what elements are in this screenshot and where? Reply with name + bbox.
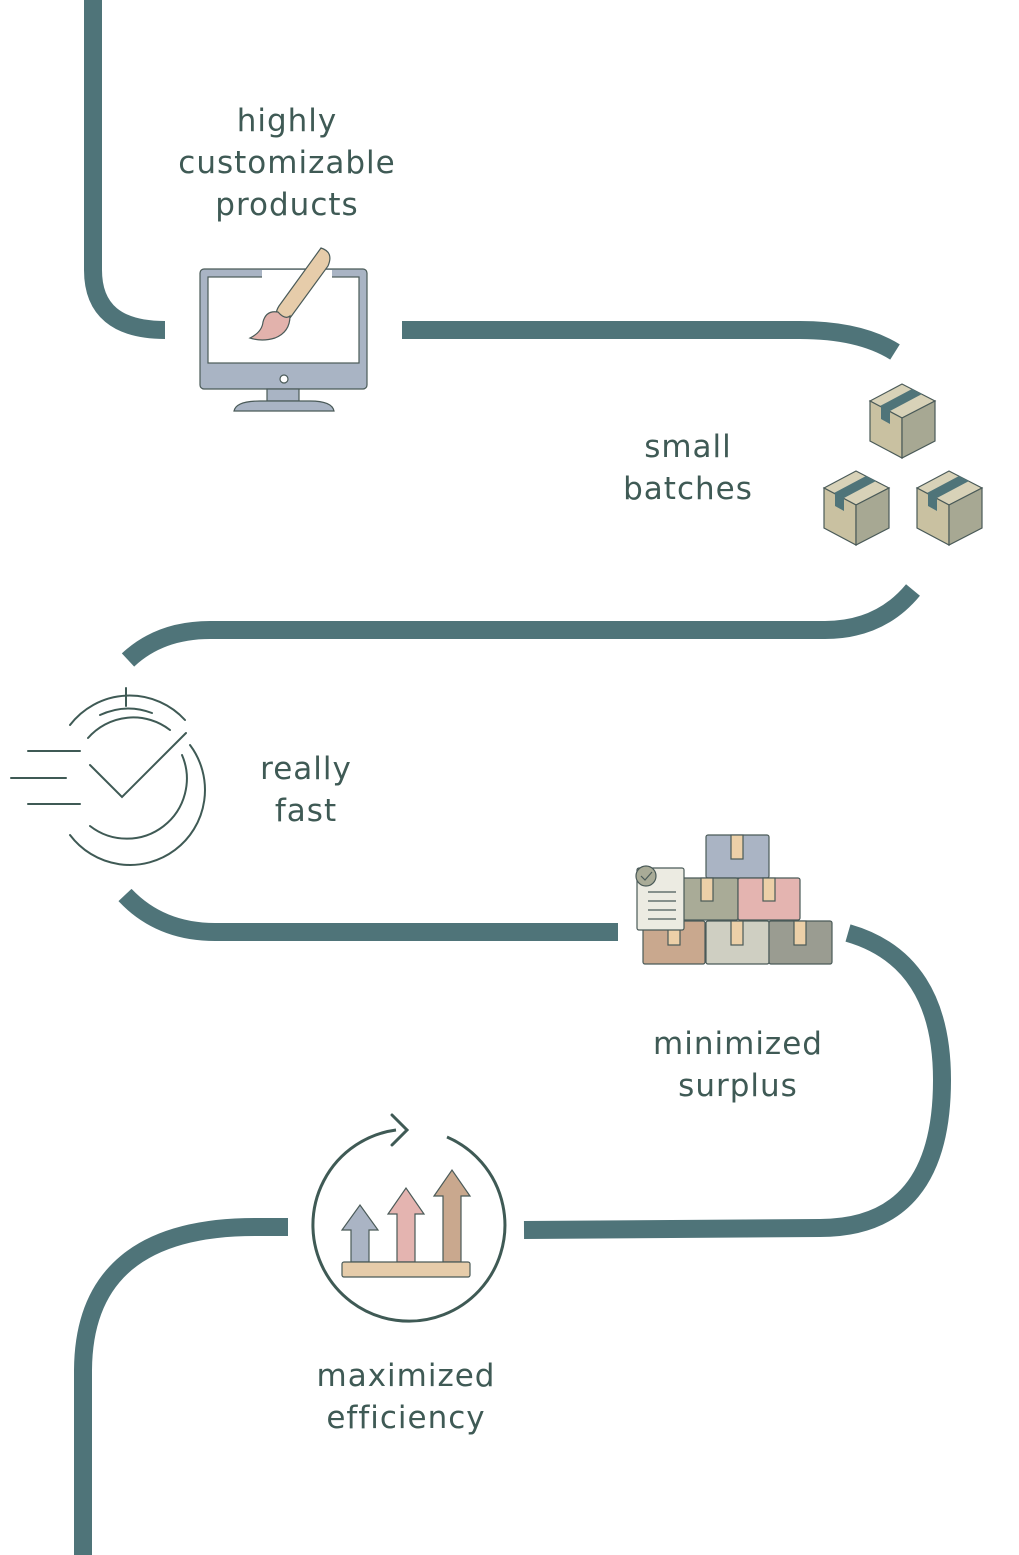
winding-path bbox=[74, 0, 952, 1555]
path-segment-1 bbox=[84, 0, 166, 339]
step-label-minimized-surplus: minimized surplus bbox=[653, 1026, 823, 1104]
growth-cycle-icon bbox=[311, 1113, 507, 1323]
path-segment-4 bbox=[118, 888, 618, 941]
arrow-short bbox=[340, 1203, 380, 1263]
box-right bbox=[915, 470, 984, 546]
cycle-arrowhead bbox=[390, 1113, 410, 1147]
stopwatch-check-icon bbox=[10, 687, 206, 866]
path-segment-2 bbox=[402, 321, 900, 360]
step-label-customizable: highly customizable products bbox=[178, 103, 396, 223]
boxes-icon bbox=[822, 383, 984, 546]
box-stack-checklist-icon bbox=[635, 834, 833, 965]
base-bar bbox=[341, 1261, 471, 1278]
box-top bbox=[868, 383, 937, 459]
box-left bbox=[822, 470, 891, 546]
arrow-tall bbox=[432, 1168, 472, 1263]
path-segment-3 bbox=[121, 584, 920, 667]
cycle-ring bbox=[311, 1128, 507, 1323]
arrow-medium bbox=[386, 1186, 426, 1263]
step-label-small-batches: small batches bbox=[623, 429, 753, 507]
step-label-really-fast: really fast bbox=[260, 751, 352, 829]
monitor-paintbrush-icon bbox=[199, 247, 368, 412]
step-label-maximized-efficiency: maximized efficiency bbox=[316, 1358, 496, 1436]
path-segment-6 bbox=[74, 1218, 288, 1555]
path-segment-5 bbox=[523, 924, 952, 1239]
